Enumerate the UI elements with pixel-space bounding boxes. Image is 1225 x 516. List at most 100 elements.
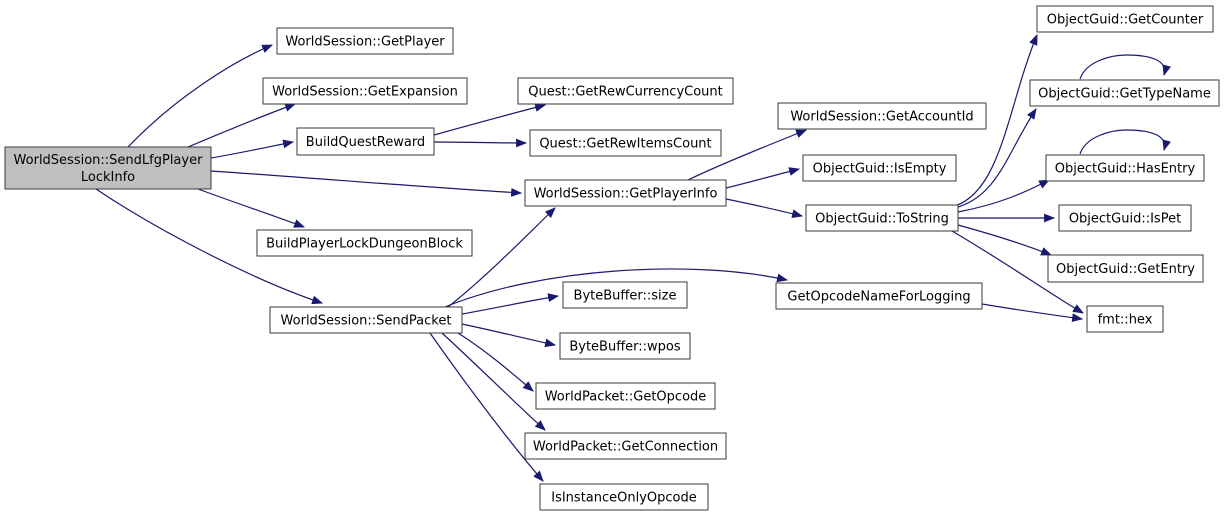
- node-box-buildplayerlockdungeonblock[interactable]: [256, 229, 473, 257]
- node-box-getopcode[interactable]: [535, 382, 716, 410]
- node-box-isinstanceonlyopcode[interactable]: [539, 483, 709, 511]
- node-getexpansion[interactable]: WorldSession::GetExpansion: [262, 77, 468, 105]
- edge-gettypename-to-gettypename: [1079, 54, 1171, 80]
- node-box-isempty[interactable]: [802, 154, 957, 182]
- edge-getplayerinfo-to-isempty: [725, 167, 801, 189]
- node-label-sendpacket: WorldSession::SendPacket: [281, 314, 452, 329]
- node-label-gettypename: ObjectGuid::GetTypeName: [1038, 87, 1211, 102]
- edge-sendpacket-to-bytebuffersize: [461, 293, 560, 315]
- node-label-getexpansion: WorldSession::GetExpansion: [272, 85, 458, 100]
- edge-sendlfgplayerlockinfo-to-getexpansion: [187, 103, 297, 148]
- node-gettypename[interactable]: ObjectGuid::GetTypeName: [1029, 79, 1220, 107]
- node-ispet[interactable]: ObjectGuid::IsPet: [1058, 204, 1192, 232]
- edge-tostring-to-getentry: [957, 224, 1053, 256]
- edge-getplayerinfo-to-tostring: [725, 198, 804, 218]
- edge-buildquestreward-to-getrewcurrencycount: [433, 103, 547, 136]
- node-box-getexpansion[interactable]: [262, 77, 468, 105]
- edge-sendpacket-to-isinstanceonlyopcode: [429, 332, 544, 482]
- edge-tostring-to-gettypename: [954, 108, 1037, 209]
- node-label-sendlfgplayerlockinfo-line2: LockInfo: [81, 170, 135, 185]
- node-box-getopcodenameforlogging[interactable]: [775, 282, 983, 310]
- node-label-hasentry: ObjectGuid::HasEntry: [1055, 162, 1196, 177]
- node-getconnection[interactable]: WorldPacket::GetConnection: [524, 432, 727, 460]
- node-label-getentry: ObjectGuid::GetEntry: [1056, 262, 1195, 277]
- node-label-getplayer: WorldSession::GetPlayer: [285, 35, 445, 50]
- node-label-bytebufferwpos: ByteBuffer::wpos: [569, 340, 681, 355]
- node-getplayer[interactable]: WorldSession::GetPlayer: [276, 27, 454, 55]
- node-label-isinstanceonlyopcode: IsInstanceOnlyOpcode: [551, 491, 697, 506]
- edge-hasentry-to-hasentry: [1079, 129, 1171, 155]
- node-box-tostring[interactable]: [805, 204, 959, 232]
- node-label-getaccountid: WorldSession::GetAccountId: [790, 110, 973, 125]
- node-box-getcounter[interactable]: [1036, 5, 1214, 33]
- node-label-getopcodenameforlogging: GetOpcodeNameForLogging: [787, 290, 970, 305]
- edge-sendpacket-to-getconnection: [441, 332, 546, 431]
- node-box-fmthex[interactable]: [1086, 305, 1164, 333]
- node-isinstanceonlyopcode[interactable]: IsInstanceOnlyOpcode: [539, 483, 709, 511]
- edge-buildquestreward-to-getrewitemscount: [433, 138, 528, 148]
- node-fmthex[interactable]: fmt::hex: [1086, 305, 1164, 333]
- node-label-buildplayerlockdungeonblock: BuildPlayerLockDungeonBlock: [266, 237, 463, 252]
- node-box-getentry[interactable]: [1047, 254, 1204, 283]
- edge-getplayerinfo-to-getaccountid: [687, 129, 808, 181]
- edge-tostring-to-fmthex: [951, 230, 1084, 314]
- node-label-bytebuffersize: ByteBuffer::size: [574, 289, 677, 304]
- edge-sendlfgplayerlockinfo-to-getplayer: [127, 44, 274, 148]
- node-box-bytebuffersize[interactable]: [562, 281, 688, 309]
- edge-sendlfgplayerlockinfo-to-buildquestreward: [210, 139, 295, 159]
- edge-sendpacket-to-getplayerinfo: [447, 207, 556, 308]
- node-box-buildquestreward[interactable]: [296, 127, 435, 156]
- edge-getopcodenameforlogging-to-fmthex: [981, 303, 1084, 323]
- node-box-bytebufferwpos[interactable]: [559, 332, 691, 360]
- edge-sendlfgplayerlockinfo-to-getplayerinfo: [210, 170, 523, 197]
- node-tostring[interactable]: ObjectGuid::ToString: [805, 204, 959, 232]
- node-sendpacket[interactable]: WorldSession::SendPacket: [269, 306, 463, 334]
- node-box-getplayer[interactable]: [276, 27, 454, 55]
- node-label-sendlfgplayerlockinfo-line1: WorldSession::SendLfgPlayer: [14, 153, 204, 168]
- node-box-getrewcurrencycount[interactable]: [517, 77, 734, 105]
- node-getopcodenameforlogging[interactable]: GetOpcodeNameForLogging: [775, 282, 983, 310]
- edge-sendpacket-to-getopcodenameforlogging: [444, 268, 789, 308]
- node-box-getplayerinfo[interactable]: [524, 179, 727, 207]
- node-box-hasentry[interactable]: [1045, 154, 1205, 182]
- node-getentry[interactable]: ObjectGuid::GetEntry: [1047, 254, 1204, 283]
- node-getrewitemscount[interactable]: Quest::GetRewItemsCount: [529, 129, 722, 157]
- node-isempty[interactable]: ObjectGuid::IsEmpty: [802, 154, 957, 182]
- node-getcounter[interactable]: ObjectGuid::GetCounter: [1036, 5, 1214, 33]
- edge-sendlfgplayerlockinfo-to-buildplayerlockdungeonblock: [197, 188, 306, 228]
- node-getrewcurrencycount[interactable]: Quest::GetRewCurrencyCount: [517, 77, 734, 105]
- node-box-getrewitemscount[interactable]: [529, 129, 722, 157]
- edge-tostring-to-getcounter: [954, 33, 1038, 207]
- node-label-getrewcurrencycount: Quest::GetRewCurrencyCount: [528, 85, 723, 100]
- node-label-tostring: ObjectGuid::ToString: [815, 212, 949, 227]
- node-box-gettypename[interactable]: [1029, 79, 1220, 107]
- node-label-getplayerinfo: WorldSession::GetPlayerInfo: [534, 187, 718, 202]
- node-getplayerinfo[interactable]: WorldSession::GetPlayerInfo: [524, 179, 727, 207]
- node-label-getcounter: ObjectGuid::GetCounter: [1047, 13, 1204, 28]
- node-hasentry[interactable]: ObjectGuid::HasEntry: [1045, 154, 1205, 182]
- node-box-getaccountid[interactable]: [777, 102, 987, 130]
- node-getaccountid[interactable]: WorldSession::GetAccountId: [777, 102, 987, 130]
- node-label-isempty: ObjectGuid::IsEmpty: [813, 162, 947, 177]
- node-label-ispet: ObjectGuid::IsPet: [1069, 212, 1181, 227]
- node-label-getconnection: WorldPacket::GetConnection: [533, 440, 718, 455]
- node-box-ispet[interactable]: [1058, 204, 1192, 232]
- node-buildquestreward[interactable]: BuildQuestReward: [296, 127, 435, 156]
- node-buildplayerlockdungeonblock[interactable]: BuildPlayerLockDungeonBlock: [256, 229, 473, 257]
- node-box-sendpacket[interactable]: [269, 306, 463, 334]
- node-box-sendlfgplayerlockinfo: [4, 146, 212, 190]
- edge-sendpacket-to-bytebufferwpos: [461, 323, 557, 348]
- node-bytebufferwpos[interactable]: ByteBuffer::wpos: [559, 332, 691, 360]
- edge-sendpacket-to-getopcode: [457, 332, 534, 392]
- node-getopcode[interactable]: WorldPacket::GetOpcode: [535, 382, 716, 410]
- node-label-getrewitemscount: Quest::GetRewItemsCount: [539, 137, 711, 152]
- edge-tostring-to-hasentry: [957, 179, 1050, 213]
- node-label-buildquestreward: BuildQuestReward: [306, 135, 425, 150]
- node-bytebuffersize[interactable]: ByteBuffer::size: [562, 281, 688, 309]
- edge-sendlfgplayerlockinfo-to-sendpacket: [95, 188, 324, 305]
- node-label-fmthex: fmt::hex: [1098, 313, 1153, 328]
- node-box-getconnection[interactable]: [524, 432, 727, 460]
